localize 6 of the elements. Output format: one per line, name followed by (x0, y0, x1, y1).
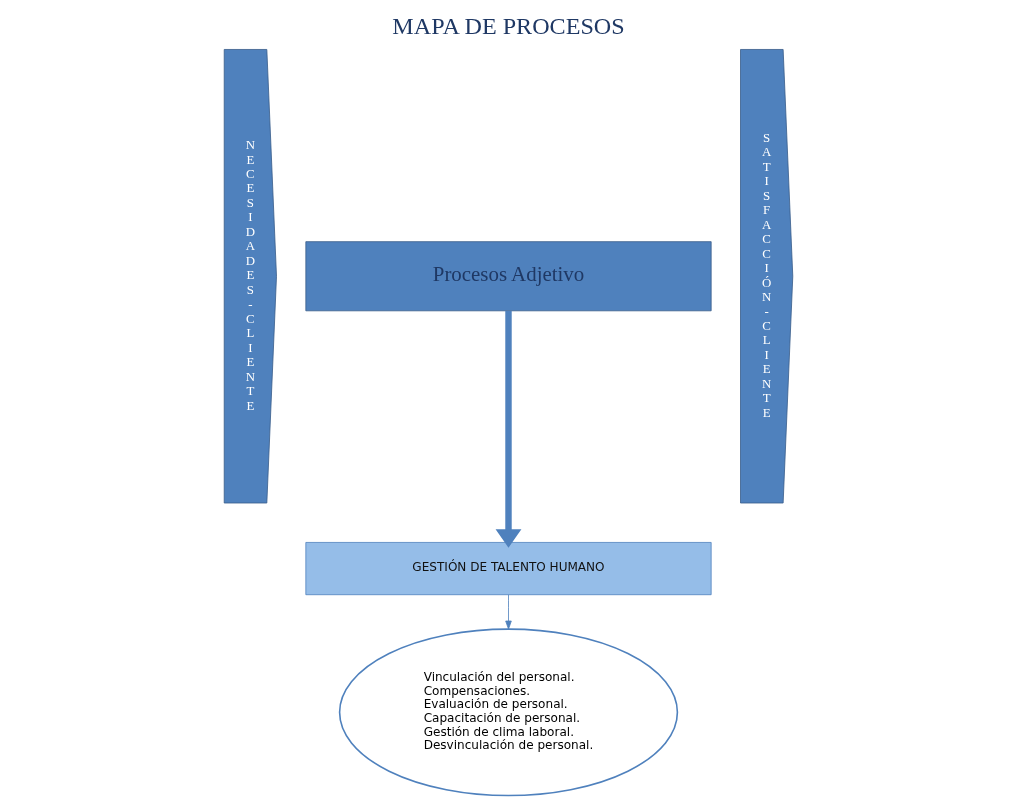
diagram-title: MAPA DE PROCESOS (391, 13, 625, 40)
node-box: GESTIÓN DE TALENTO HUMANO (304, 542, 712, 596)
arrow (495, 310, 521, 548)
node-box: Procesos Adjetivo (304, 241, 712, 312)
node-ellipse: Vinculación del personal. Compensaciones. Evaluación de personal. Capacitación de personal. Gestión de clima laboral. Desvinculación de personal. (338, 628, 678, 797)
arrow (504, 594, 512, 630)
